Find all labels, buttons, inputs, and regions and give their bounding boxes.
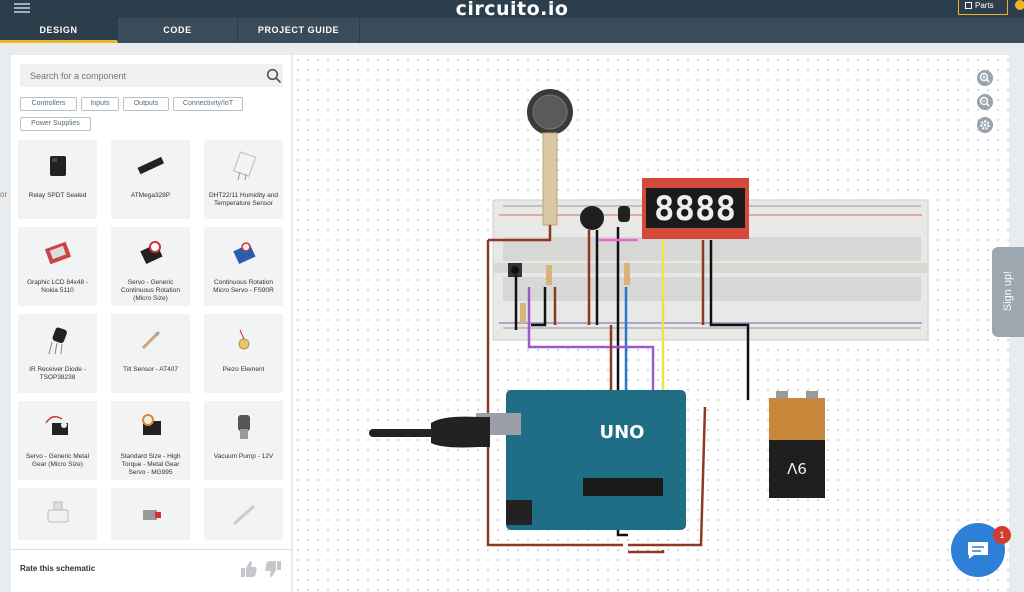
filter-outputs[interactable]: Outputs	[123, 97, 169, 111]
arduino-board[interactable]: UNO	[476, 390, 686, 530]
component-label: Graphic LCD 84x48 - Nokia 5110	[26, 279, 89, 294]
resistor	[520, 303, 526, 323]
component-card[interactable]: Continuous Rotation Micro Servo - FS90R	[204, 227, 283, 306]
filter-controllers[interactable]: Controllers	[20, 97, 77, 111]
component-card[interactable]: ATMega328P	[111, 140, 190, 219]
component-label: DHT22/11 Humidity and Temperature Sensor	[209, 192, 278, 207]
rate-bar: Rate this schematic	[11, 549, 291, 592]
transistor[interactable]	[618, 206, 630, 222]
rate-label: Rate this schematic	[20, 564, 96, 573]
parts-label: Parts	[975, 1, 994, 10]
resistor	[546, 265, 552, 285]
component-card[interactable]	[18, 488, 97, 540]
motor-icon	[143, 510, 161, 520]
component-label: ATMega328P	[130, 192, 171, 199]
seven-segment-display[interactable]: 8888	[642, 178, 749, 239]
filter-connectivity[interactable]: Connectivity/IoT	[173, 97, 243, 111]
buzzer[interactable]	[580, 206, 604, 230]
force-sensor[interactable]	[527, 89, 573, 226]
component-card[interactable]: IR Receiver Diode - TSOP38238	[18, 314, 97, 393]
component-card[interactable]: Tilt Sensor - AT407	[111, 314, 190, 393]
component-label: Continuous Rotation Micro Servo - FS90R	[213, 279, 274, 294]
menu-icon[interactable]	[14, 3, 30, 13]
wires	[486, 225, 750, 554]
component-card[interactable]: Servo - Generic Metal Gear (Micro Size)	[18, 401, 97, 480]
component-label: IR Receiver Diode - TSOP38238	[29, 366, 86, 381]
servo-icon	[140, 241, 163, 265]
tab-bar: DESIGN CODE PROJECT GUIDE	[0, 18, 1024, 43]
pushbutton[interactable]	[508, 263, 522, 277]
sign-up-tab[interactable]: Sign up!	[992, 247, 1024, 337]
relay-icon	[50, 156, 66, 176]
search-box	[20, 64, 283, 87]
tilt-icon	[141, 330, 161, 350]
component-label: Servo - Generic Continuous Rotation (Mic…	[121, 279, 180, 302]
battery-9v[interactable]: 9V	[769, 391, 825, 498]
component-card[interactable]	[204, 488, 283, 540]
component-label: Vacuum Pump - 12V	[213, 453, 274, 460]
chat-notification-badge: 1	[993, 526, 1011, 544]
component-label: Relay SPDT Sealed	[28, 192, 87, 199]
component-card[interactable]: Vacuum Pump - 12V	[204, 401, 283, 480]
arduino-label: UNO	[600, 422, 645, 443]
thumbs-up-icon[interactable]	[239, 559, 259, 579]
zoom-out-icon[interactable]	[977, 94, 993, 110]
search-icon[interactable]	[266, 68, 282, 84]
filter-power-supplies[interactable]: Power Supplies	[20, 117, 91, 131]
chat-icon	[968, 542, 988, 559]
search-input[interactable]	[20, 64, 255, 87]
component-card[interactable]	[111, 488, 190, 540]
sensor-icon	[233, 151, 257, 181]
thumbs-down-icon[interactable]	[263, 559, 283, 579]
circuit-schematic: 8888	[369, 89, 929, 554]
filter-inputs[interactable]: Inputs	[81, 97, 119, 111]
settings-gear-icon[interactable]	[977, 117, 993, 133]
servo-icon	[45, 416, 68, 435]
edge-fragment: or	[0, 190, 8, 199]
battery-label: 9V	[786, 459, 807, 477]
component-label: Piezo Element	[222, 366, 265, 373]
servo-icon	[142, 414, 161, 435]
usb-cable[interactable]	[369, 416, 490, 448]
parts-button[interactable]: Parts	[958, 0, 1008, 15]
chip-icon	[137, 156, 165, 175]
parts-icon	[965, 2, 972, 9]
component-label: Servo - Generic Metal Gear (Micro Size)	[25, 453, 90, 468]
ir-icon	[48, 327, 67, 355]
display-digits: 8888	[654, 189, 736, 229]
rod-icon	[232, 504, 256, 526]
valve-icon	[47, 501, 69, 523]
component-panel: Controllers Inputs Outputs Connectivity/…	[11, 55, 291, 592]
resistor	[624, 263, 630, 285]
tab-design[interactable]: DESIGN	[0, 18, 118, 43]
design-canvas[interactable]: 8888	[293, 55, 1009, 592]
component-card[interactable]: Standard Size - High Torque - Metal Gear…	[111, 401, 190, 480]
pump-icon	[238, 415, 250, 439]
component-card[interactable]: Graphic LCD 84x48 - Nokia 5110	[18, 227, 97, 306]
tab-project-guide[interactable]: PROJECT GUIDE	[238, 18, 360, 43]
tab-code[interactable]: CODE	[118, 18, 238, 43]
component-label: Tilt Sensor - AT407	[123, 366, 178, 373]
component-card[interactable]: Piezo Element	[204, 314, 283, 393]
component-card[interactable]: Servo - Generic Continuous Rotation (Mic…	[111, 227, 190, 306]
parts-badge	[1015, 0, 1024, 10]
sign-up-label: Sign up!	[1002, 270, 1014, 312]
app-logo: circuito.io	[455, 0, 569, 20]
component-card[interactable]: DHT22/11 Humidity and Temperature Sensor	[204, 140, 283, 219]
zoom-in-icon[interactable]	[977, 70, 993, 86]
component-label: Standard Size - High Torque - Metal Gear…	[120, 453, 181, 476]
top-bar: circuito.io Parts	[0, 0, 1024, 20]
lcd-icon	[44, 241, 72, 265]
piezo-icon	[238, 329, 250, 350]
component-card[interactable]: Relay SPDT Sealed	[18, 140, 97, 219]
servo-icon	[233, 242, 256, 265]
